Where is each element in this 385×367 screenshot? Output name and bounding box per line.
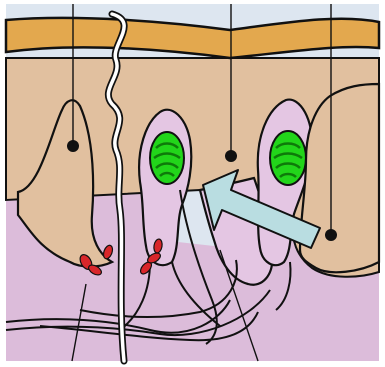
receptor-organelle-1 [150, 132, 184, 184]
receptor-organelle-2 [270, 131, 306, 185]
nucleus-middle [225, 150, 237, 162]
